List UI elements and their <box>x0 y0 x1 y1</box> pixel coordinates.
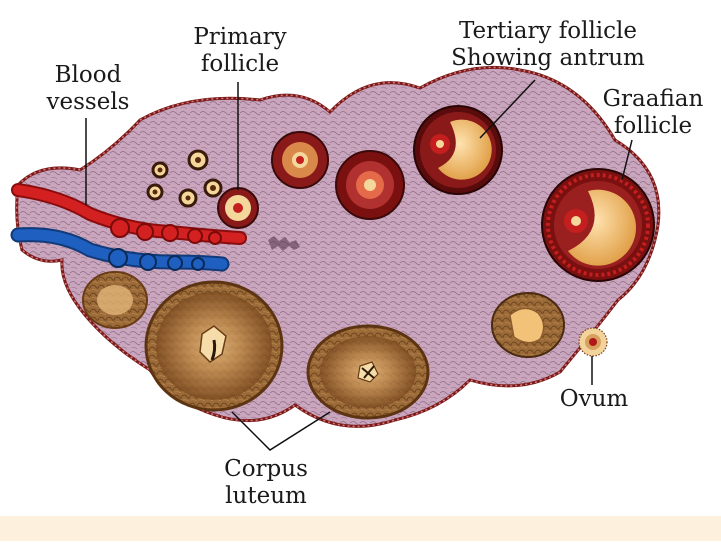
stroma-patch <box>268 236 300 251</box>
corpus-luteum-large <box>144 280 284 412</box>
label-blood-line2: vessels <box>46 89 130 115</box>
label-primary-follicle: Primary follicle <box>178 24 302 78</box>
label-graafian-line1: Graafian <box>602 86 704 112</box>
label-tertiary-line1: Tertiary follicle <box>458 18 638 44</box>
footer-band <box>0 516 721 541</box>
tertiary-follicle <box>413 105 503 195</box>
label-tertiary-line2: Showing antrum <box>451 45 645 71</box>
label-graafian-follicle: Graafian follicle <box>590 86 716 140</box>
vein <box>10 227 230 272</box>
ovum <box>578 327 608 357</box>
secondary-follicle-1 <box>271 131 329 189</box>
small-corpus <box>82 271 148 329</box>
label-corpus-line1: Corpus <box>224 456 308 482</box>
label-graafian-line2: follicle <box>613 113 693 139</box>
label-blood-line1: Blood <box>54 62 122 88</box>
label-blood-vessels: Blood vessels <box>32 62 144 116</box>
label-ovum: Ovum <box>559 386 629 412</box>
graafian-follicle <box>541 168 655 282</box>
ruptured-follicle <box>491 292 565 358</box>
label-primary-line2: follicle <box>200 51 280 77</box>
primordial-follicles <box>146 149 223 208</box>
artery <box>11 183 247 245</box>
secondary-follicle-2 <box>335 150 405 220</box>
label-primary-line1: Primary <box>193 24 287 50</box>
label-corpus-line2: luteum <box>225 483 307 509</box>
label-tertiary-follicle: Tertiary follicle Showing antrum <box>428 18 668 72</box>
leader-lines <box>85 79 633 451</box>
primary-follicle <box>217 187 259 229</box>
corpus-luteum-medium <box>306 324 430 420</box>
label-corpus-luteum: Corpus luteum <box>206 456 326 510</box>
